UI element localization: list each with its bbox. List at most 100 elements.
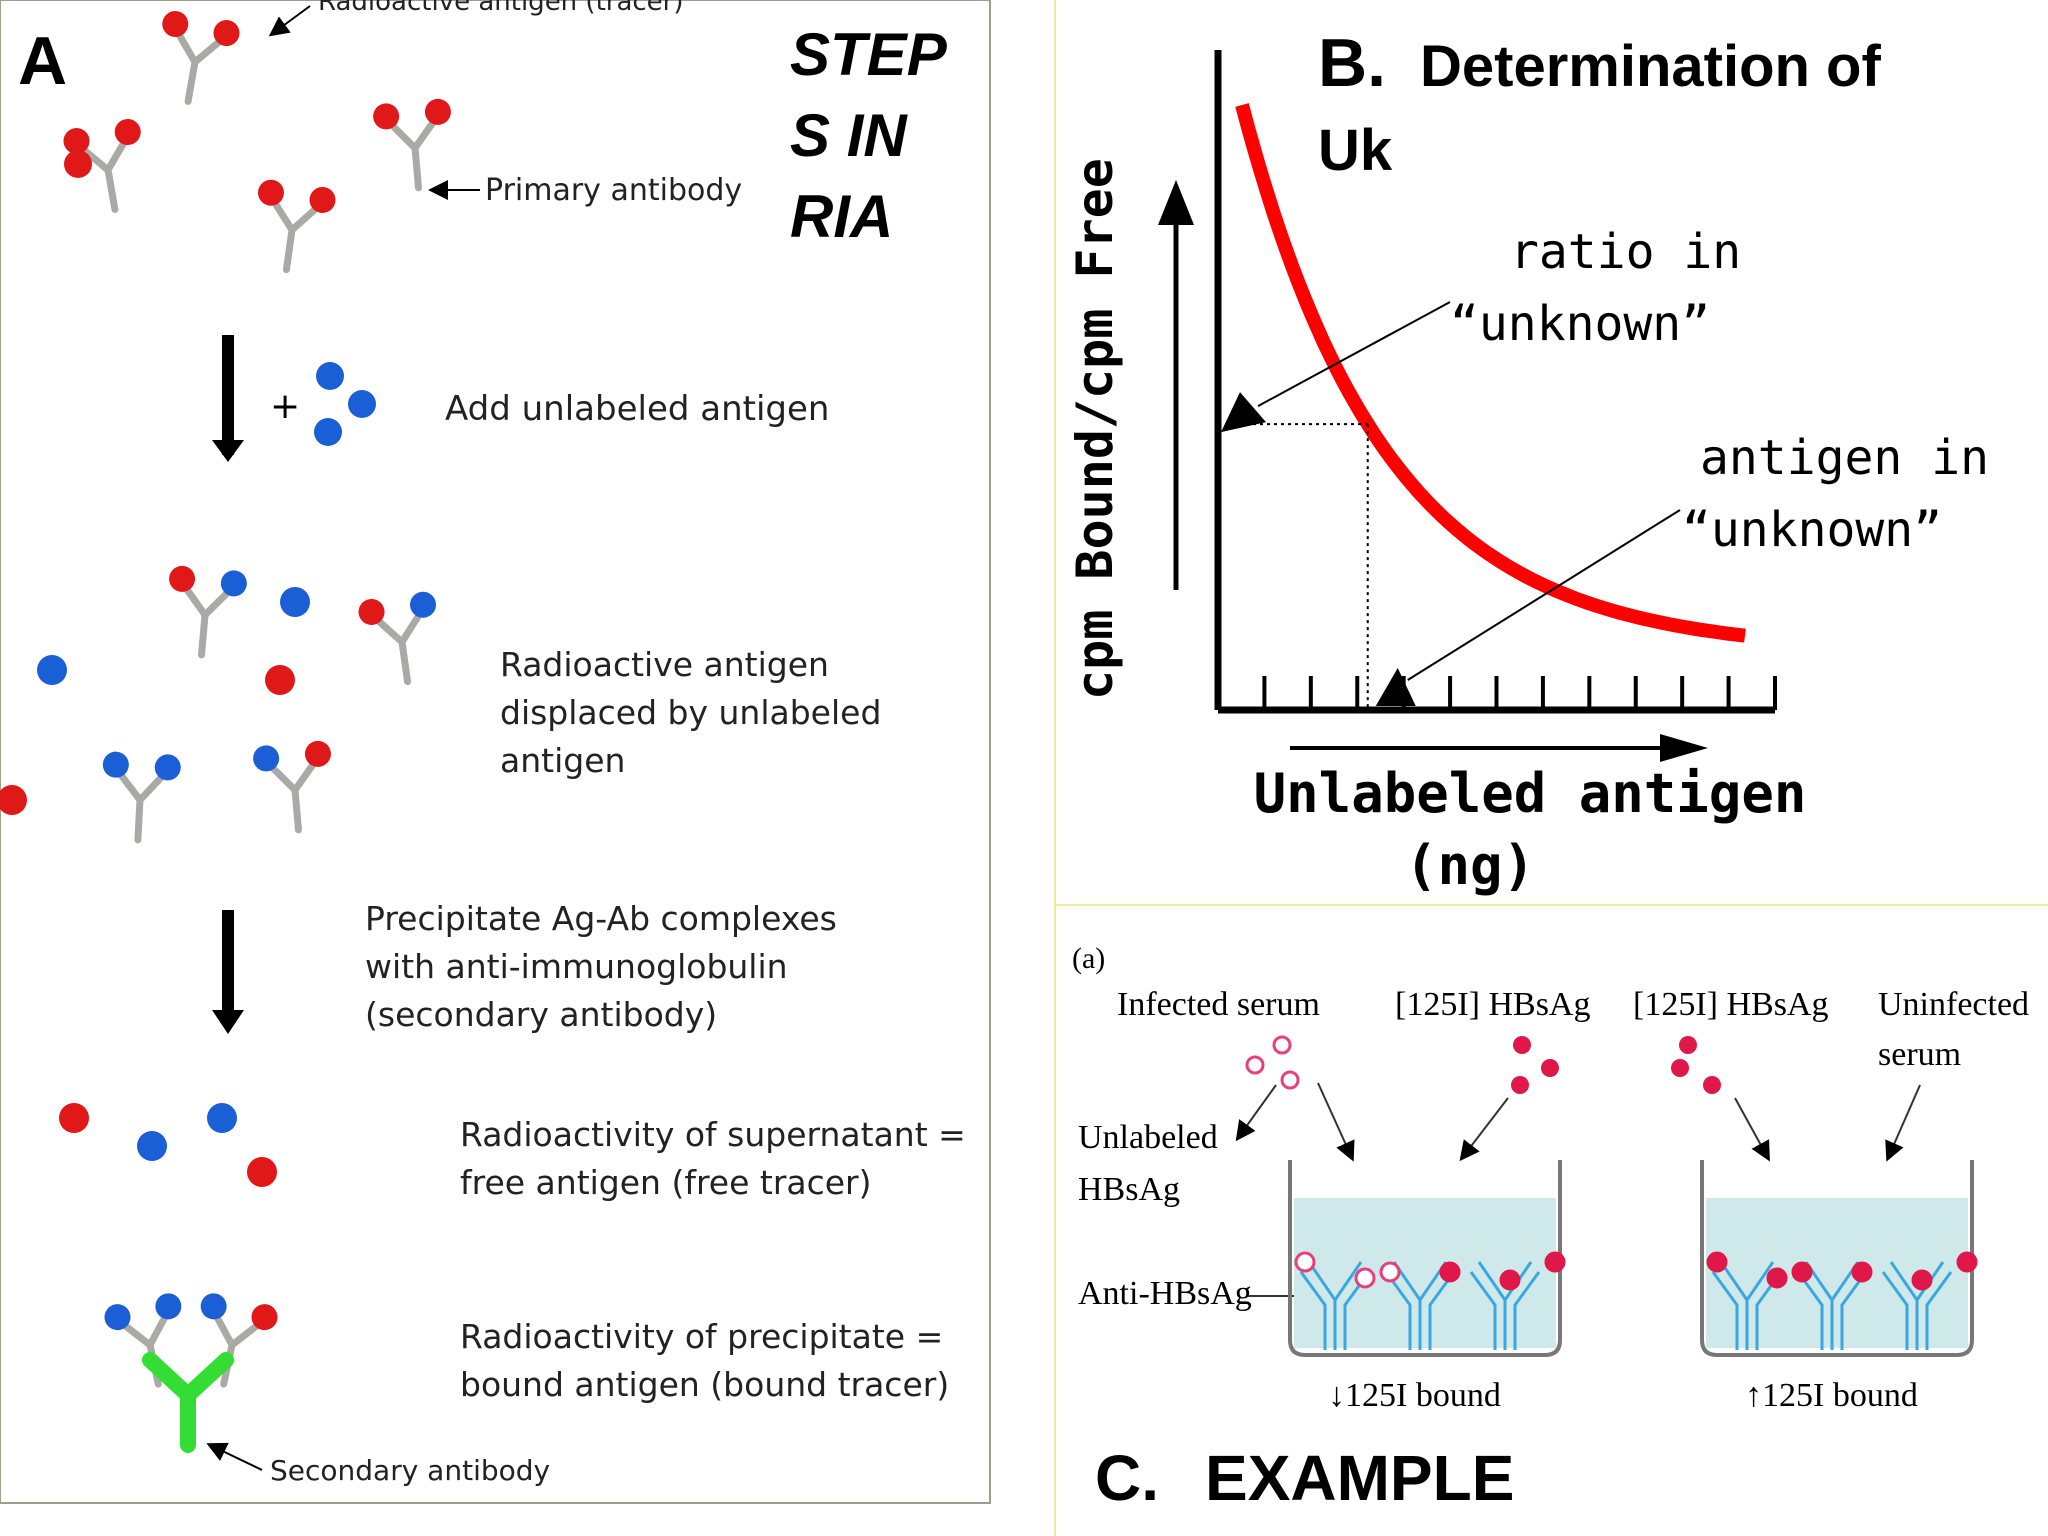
- free-antigen: [137, 1131, 167, 1161]
- panel-b-title-1: Determination of: [1420, 34, 1881, 99]
- primary-antibody: [253, 740, 331, 834]
- panel-b-title-2: Uk: [1318, 118, 1393, 183]
- labeled-hbsag: [1791, 1261, 1813, 1283]
- pointer-ratio: [1257, 301, 1451, 407]
- displaced-line-3: antigen: [500, 741, 625, 780]
- free-antigen: [316, 362, 344, 390]
- labeled-hbsag: [1911, 1269, 1933, 1291]
- antibody-arm: [387, 116, 439, 192]
- flow-arrow: [1317, 1082, 1355, 1162]
- infected-serum-label: Infected serum: [1117, 986, 1320, 1023]
- secondary-antibody: [142, 1352, 234, 1453]
- free-antigen: [0, 785, 27, 815]
- panel-c-letter: C.: [1095, 1442, 1159, 1514]
- bound-antigen: [251, 1304, 278, 1331]
- unlabeled-hbsag: [1294, 1251, 1316, 1273]
- uninfected-line-1: Uninfected: [1878, 986, 2029, 1023]
- primary-antibody: [63, 119, 141, 213]
- labeled-hbsag: [1544, 1251, 1566, 1273]
- secondary-pointer: [206, 1442, 263, 1471]
- tracer-label: Radioactive antigen (tracer): [318, 0, 684, 17]
- free-antigen: [280, 587, 310, 617]
- anti-hbsag-antibody: [1711, 1261, 1783, 1350]
- free-labeled-hbsag: [1679, 1036, 1697, 1054]
- free-labeled-hbsag: [1703, 1076, 1721, 1094]
- bound-antigen: [304, 740, 331, 767]
- antibody-molecules: [63, 11, 451, 1388]
- bound-antigen: [424, 98, 451, 125]
- primary-antibody: [162, 11, 240, 105]
- antibody-arm: [181, 583, 233, 659]
- primary-antibody: [373, 98, 451, 192]
- bound-down-label: ↓125I bound: [1328, 1377, 1501, 1414]
- precipitate-line-1: Precipitate Ag-Ab complexes: [365, 899, 837, 938]
- unlabeled-hbsag: [1379, 1261, 1401, 1283]
- well-outline: [1700, 1160, 1974, 1357]
- free-labeled-hbsag: [1671, 1059, 1689, 1077]
- free-antigen: [59, 1103, 89, 1133]
- uninfected-line-2: serum: [1878, 1036, 1961, 1073]
- flow-arrow: [1734, 1097, 1770, 1162]
- labeled-hbsag: [1439, 1261, 1461, 1283]
- supernatant-line-1: Radioactivity of supernatant =: [460, 1115, 966, 1154]
- marker-x-unknown: [1375, 668, 1416, 706]
- primary-antibody: [104, 1293, 182, 1388]
- anti-hbsag-antibody: [1796, 1261, 1868, 1350]
- bound-antigen: [373, 103, 400, 130]
- labeled-hbsag: [1851, 1261, 1873, 1283]
- antibody-arm: [115, 769, 167, 844]
- panel-a-frame: [0, 0, 991, 1504]
- panel-a-title-2: S IN: [790, 102, 908, 169]
- antigen-label-1: antigen in: [1700, 430, 1989, 486]
- antibody-arm: [270, 197, 321, 274]
- anti-hbsag-antibody: [1384, 1261, 1456, 1350]
- chart-xlabel-2: (ng): [1405, 834, 1535, 897]
- primary-antibody: [169, 565, 247, 659]
- chart-ylabel: cpm Bound/cpm Free: [1066, 158, 1124, 700]
- free-antigens: [0, 150, 376, 1187]
- bound-up-label: ↑125I bound: [1745, 1377, 1918, 1414]
- primary-antibody-label: Primary antibody: [485, 173, 742, 208]
- chart-guide-lines: [1218, 301, 1681, 710]
- panel-a: A STEP S IN RIA Radioactive antigen (tra…: [0, 0, 966, 1487]
- free-antigen: [265, 665, 295, 695]
- free-antigen: [64, 150, 92, 178]
- panel-b: B. Determination of Uk cpm Bound/cpm Fre…: [1066, 25, 1989, 897]
- panel-c-title: EXAMPLE: [1205, 1442, 1514, 1514]
- wells: [1235, 1035, 1978, 1357]
- panel-a-title-3: RIA: [790, 183, 893, 250]
- bound-antigen: [102, 751, 129, 778]
- secondary-antibody-label: Secondary antibody: [270, 1454, 550, 1487]
- panel-c-sub: (a): [1072, 942, 1105, 975]
- x-direction-arrow-head: [1660, 734, 1708, 762]
- antibody-arm: [267, 758, 319, 834]
- step-arrow-2-head: [212, 1010, 244, 1034]
- bound-antigen: [213, 20, 240, 47]
- free-unlabeled-hbsag: [1272, 1035, 1292, 1055]
- unlabeled-hbsag: [1354, 1267, 1376, 1289]
- free-antigen: [207, 1103, 237, 1133]
- free-antigen: [348, 390, 376, 418]
- plus-sign: +: [270, 386, 300, 427]
- bound-antigen: [253, 745, 280, 772]
- anti-hbsag-label: Anti-HBsAg: [1078, 1275, 1252, 1312]
- supernatant-line-2: free antigen (free tracer): [460, 1163, 872, 1202]
- tracer-pointer: [268, 5, 311, 37]
- antibody-arm: [373, 609, 424, 686]
- free-labeled-hbsag: [1513, 1036, 1531, 1054]
- anti-hbsag-antibody: [1299, 1261, 1371, 1350]
- free-labeled-hbsag: [1541, 1059, 1559, 1077]
- primary-antibody: [200, 1293, 278, 1388]
- bound-antigen: [200, 1293, 227, 1320]
- chart-xlabel-1: Unlabeled antigen: [1254, 762, 1807, 825]
- chart-curve: [1235, 103, 1746, 643]
- flow-arrow: [1885, 1084, 1921, 1162]
- bound-line-2: bound antigen (bound tracer): [460, 1365, 949, 1404]
- bound-antigen: [155, 1293, 182, 1320]
- precipitate-line-2: with anti-immunoglobulin: [365, 947, 788, 986]
- bound-antigen: [162, 11, 189, 38]
- bound-antigen: [220, 570, 247, 597]
- free-unlabeled-hbsag: [1280, 1070, 1300, 1090]
- primary-antibody: [257, 179, 336, 274]
- bound-antigen: [410, 591, 437, 618]
